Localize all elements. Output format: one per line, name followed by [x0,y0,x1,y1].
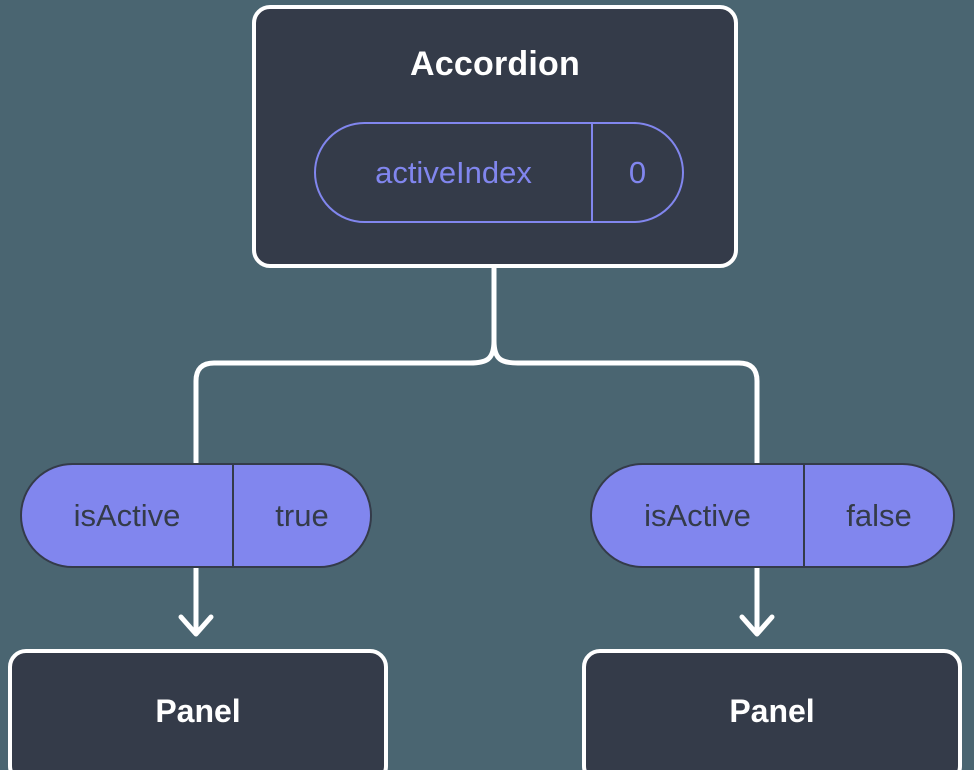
node-panel-left[interactable]: Panel [8,649,388,770]
node-panel-right[interactable]: Panel [582,649,962,770]
connector-fork-left [193,340,497,382]
state-badge-active-index[interactable]: activeIndex 0 [314,122,684,223]
node-accordion[interactable]: Accordion activeIndex 0 [252,5,738,268]
state-badge-key: activeIndex [316,124,593,221]
connector-fork-right [491,340,760,382]
node-panel-right-title: Panel [729,692,815,729]
prop-badge-is-active-false[interactable]: isActive false [590,463,955,568]
arrow-left-head-icon [178,614,214,637]
prop-badge-is-active-true[interactable]: isActive true [20,463,372,568]
prop-badge-key: isActive [592,465,805,566]
node-panel-left-title: Panel [155,692,241,729]
prop-badge-value: true [275,497,329,533]
node-accordion-title: Accordion [410,45,580,83]
prop-badge-value: false [846,497,912,533]
arrow-right-head-icon [739,614,775,637]
state-badge-value: 0 [628,154,647,190]
prop-badge-key: isActive [22,465,234,566]
